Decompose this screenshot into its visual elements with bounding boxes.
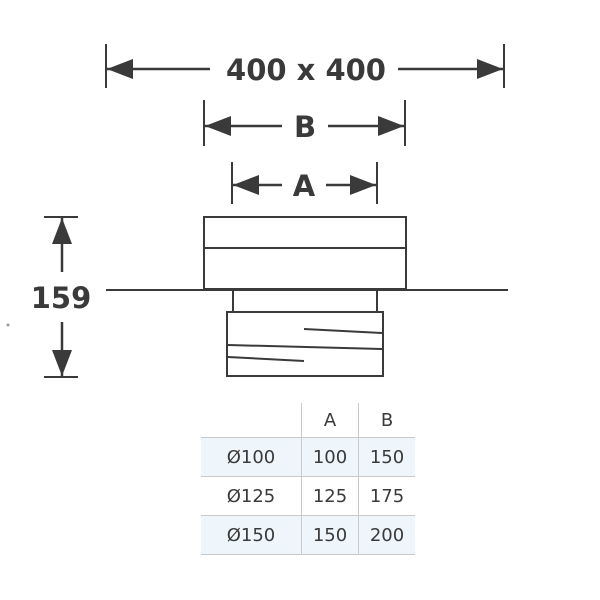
cell-diameter: Ø150	[201, 515, 302, 555]
cell-diameter: Ø100	[201, 437, 302, 477]
spigot-seam-upper	[303, 328, 383, 334]
spigot-collar	[232, 289, 378, 313]
height-arrowhead-down	[52, 350, 72, 376]
spigot-seam-lower	[227, 356, 305, 362]
arrowhead-right	[477, 59, 503, 79]
overall-width-label: 400 x 400	[226, 53, 386, 87]
cell-diameter: Ø125	[201, 476, 302, 516]
dimension-height: 159	[31, 216, 92, 378]
header-cell-b: B	[358, 403, 415, 438]
dimension-a: A	[231, 162, 378, 204]
table-row: Ø150 150 200	[201, 515, 415, 555]
b-label: B	[294, 110, 316, 144]
b-arrowhead-right	[378, 116, 404, 136]
spigot-body	[226, 311, 384, 377]
flange-outline	[203, 216, 407, 290]
spigot-seam-middle	[227, 344, 383, 350]
table-row: Ø125 125 175	[201, 476, 415, 516]
height-label: 159	[31, 281, 92, 315]
cell-b: 150	[358, 437, 415, 477]
a-arrowhead-left	[233, 175, 259, 195]
a-arrowhead-right	[350, 175, 376, 195]
stray-mark	[6, 323, 10, 327]
cell-a: 150	[301, 515, 359, 555]
arrowhead-left	[107, 59, 133, 79]
top-flange	[203, 216, 407, 290]
b-arrowhead-left	[205, 116, 231, 136]
header-cell-size	[201, 403, 302, 438]
table-row: Ø100 100 150	[201, 437, 415, 477]
cell-a: 100	[301, 437, 359, 477]
header-cell-a: A	[301, 403, 359, 438]
height-arrowhead-up	[52, 218, 72, 244]
dimension-b: B	[203, 100, 406, 146]
cell-b: 175	[358, 476, 415, 516]
cell-b: 200	[358, 515, 415, 555]
pipe-spigot	[226, 289, 384, 377]
cell-a: 125	[301, 476, 359, 516]
a-label: A	[293, 169, 316, 203]
table-header-row: A B	[201, 403, 415, 438]
dimension-overall-width: 400 x 400	[105, 44, 505, 88]
size-table: A B Ø100 100 150 Ø125 125 175 Ø150 150 2…	[201, 403, 415, 555]
